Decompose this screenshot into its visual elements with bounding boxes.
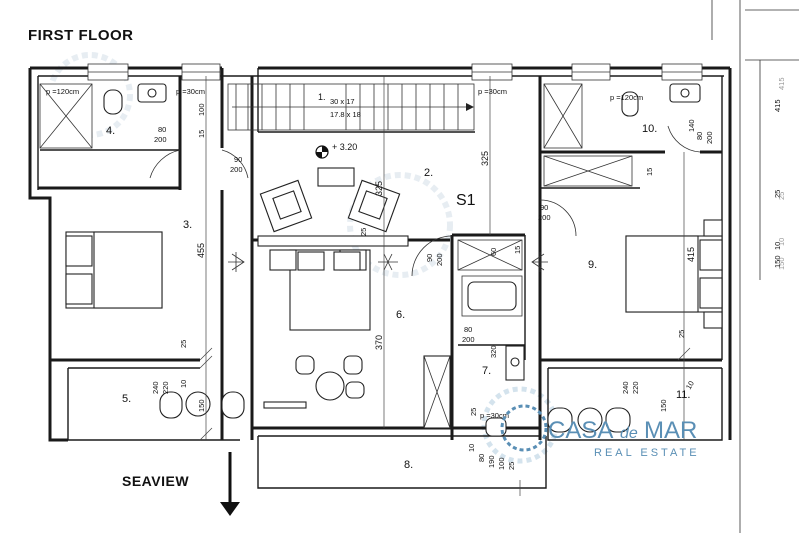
watermark-brand-mid: de xyxy=(620,425,638,442)
dim-240b: 240 xyxy=(621,381,630,394)
dim-10c: 10 xyxy=(467,444,476,452)
room-label-3: 3. xyxy=(183,219,192,231)
dim-10b: 10 xyxy=(684,379,696,391)
dim-415b: 415 xyxy=(777,77,786,90)
space-label-s1: S1 xyxy=(456,192,476,209)
dim-90-200f: 200 xyxy=(435,253,444,266)
svg-text:10: 10 xyxy=(773,242,782,250)
dim-325a: 325 xyxy=(374,181,384,196)
window-label-left-bath: p =120cm xyxy=(46,87,79,96)
dim-415a: 415 xyxy=(686,247,696,262)
dimension-lines xyxy=(199,76,691,496)
dim-90-200b: 200 xyxy=(230,165,243,174)
dim-150b: 150 xyxy=(659,399,668,412)
dim-150a: 150 xyxy=(197,399,206,412)
dim-15b: 15 xyxy=(513,246,522,254)
dim-90-200d: 200 xyxy=(538,213,551,222)
dim-190: 190 xyxy=(487,455,496,468)
dim-90-200a: 90 xyxy=(234,155,242,164)
dim-90-200c: 90 xyxy=(540,203,548,212)
dim-100a: 100 xyxy=(197,103,206,116)
light-symbols xyxy=(228,252,548,272)
watermark-brand-right: MAR xyxy=(644,417,697,444)
dim-240a: 240 xyxy=(151,381,160,394)
dim-25b: 25 xyxy=(179,340,188,348)
dim-80-200b: 200 xyxy=(154,135,167,144)
dim-60: 60 xyxy=(489,248,498,256)
dim-80-200d: 200 xyxy=(705,131,714,144)
stair-label: 1. xyxy=(318,92,326,102)
dim-220a: 220 xyxy=(161,381,170,394)
stair-step-1: 30 x 17 xyxy=(330,97,355,106)
dim-25c: 25 xyxy=(677,330,686,338)
bath-10-fixtures xyxy=(543,83,701,187)
seaview-label: SEAVIEW xyxy=(122,473,189,489)
watermark-logo: CASA de MAR REAL ESTATE xyxy=(500,404,700,459)
dim-15a: 15 xyxy=(197,130,206,138)
dim-80-200f: 200 xyxy=(462,335,475,344)
bath-4-fixtures xyxy=(39,83,167,149)
level-marker: + 3.20 xyxy=(332,142,357,152)
dim-325b: 325 xyxy=(480,151,490,166)
room-label-2: 2. xyxy=(424,167,433,179)
door-swing-10 xyxy=(667,125,701,153)
dim-370: 370 xyxy=(374,335,384,350)
balcony-11-furniture xyxy=(547,407,631,433)
room-label-6: 6. xyxy=(396,309,405,321)
svg-text:415: 415 xyxy=(773,99,782,112)
dim-15c: 15 xyxy=(645,168,654,176)
bed-room-3 xyxy=(65,149,249,309)
window-label-right-bath: p =120cm xyxy=(610,93,643,102)
bed-room-9 xyxy=(539,199,723,329)
svg-text:25: 25 xyxy=(773,190,782,198)
dim-455: 455 xyxy=(196,243,206,258)
watermark-brand-left: CASA xyxy=(548,417,613,444)
bed-room-6 xyxy=(263,235,453,429)
dim-80-200a: 80 xyxy=(158,125,166,134)
stair-step-2: 17.8 x 18 xyxy=(330,110,361,119)
page-title: FIRST FLOOR xyxy=(28,27,134,44)
dim-10d: 10 xyxy=(777,238,786,246)
window-label-stair: p =30cm xyxy=(478,87,507,96)
staircase xyxy=(227,83,475,131)
watermark-tagline: REAL ESTATE xyxy=(594,447,700,459)
room-label-8: 8. xyxy=(404,459,413,471)
room-label-7: 7. xyxy=(482,365,491,377)
dim-100b: 100 xyxy=(497,457,506,470)
room-label-5: 5. xyxy=(122,393,131,405)
dim-90-200e: 90 xyxy=(425,254,434,262)
dim-150c: 150 xyxy=(777,257,786,270)
dim-220b: 220 xyxy=(631,381,640,394)
window-label-left-small: p =30cm xyxy=(176,87,205,96)
svg-text:150: 150 xyxy=(773,255,782,268)
balcony-5-furniture xyxy=(159,391,245,419)
window-label-bath7: p =30cm xyxy=(480,411,509,420)
dim-25d: 25 xyxy=(469,408,478,416)
room-label-4: 4. xyxy=(106,125,115,137)
dim-140: 140 xyxy=(687,119,696,132)
dim-25f: 25 xyxy=(777,192,786,200)
dim-25a: 25 xyxy=(359,228,368,236)
elevation-sketch: 415 25 10 150 xyxy=(711,0,799,533)
dim-10a: 10 xyxy=(179,380,188,388)
dim-80-200c: 80 xyxy=(695,132,704,140)
room-label-10: 10. xyxy=(642,123,657,135)
dim-320: 320 xyxy=(489,345,498,358)
dim-25e: 25 xyxy=(507,462,516,470)
seaview-arrow xyxy=(220,452,240,516)
dim-80-200e: 80 xyxy=(464,325,472,334)
living-room-2-furniture xyxy=(257,145,409,247)
room-label-11: 11. xyxy=(676,389,690,401)
dim-80: 80 xyxy=(477,454,486,462)
windows xyxy=(87,63,703,81)
room-label-9: 9. xyxy=(588,259,597,271)
door-swing-4 xyxy=(149,149,181,179)
